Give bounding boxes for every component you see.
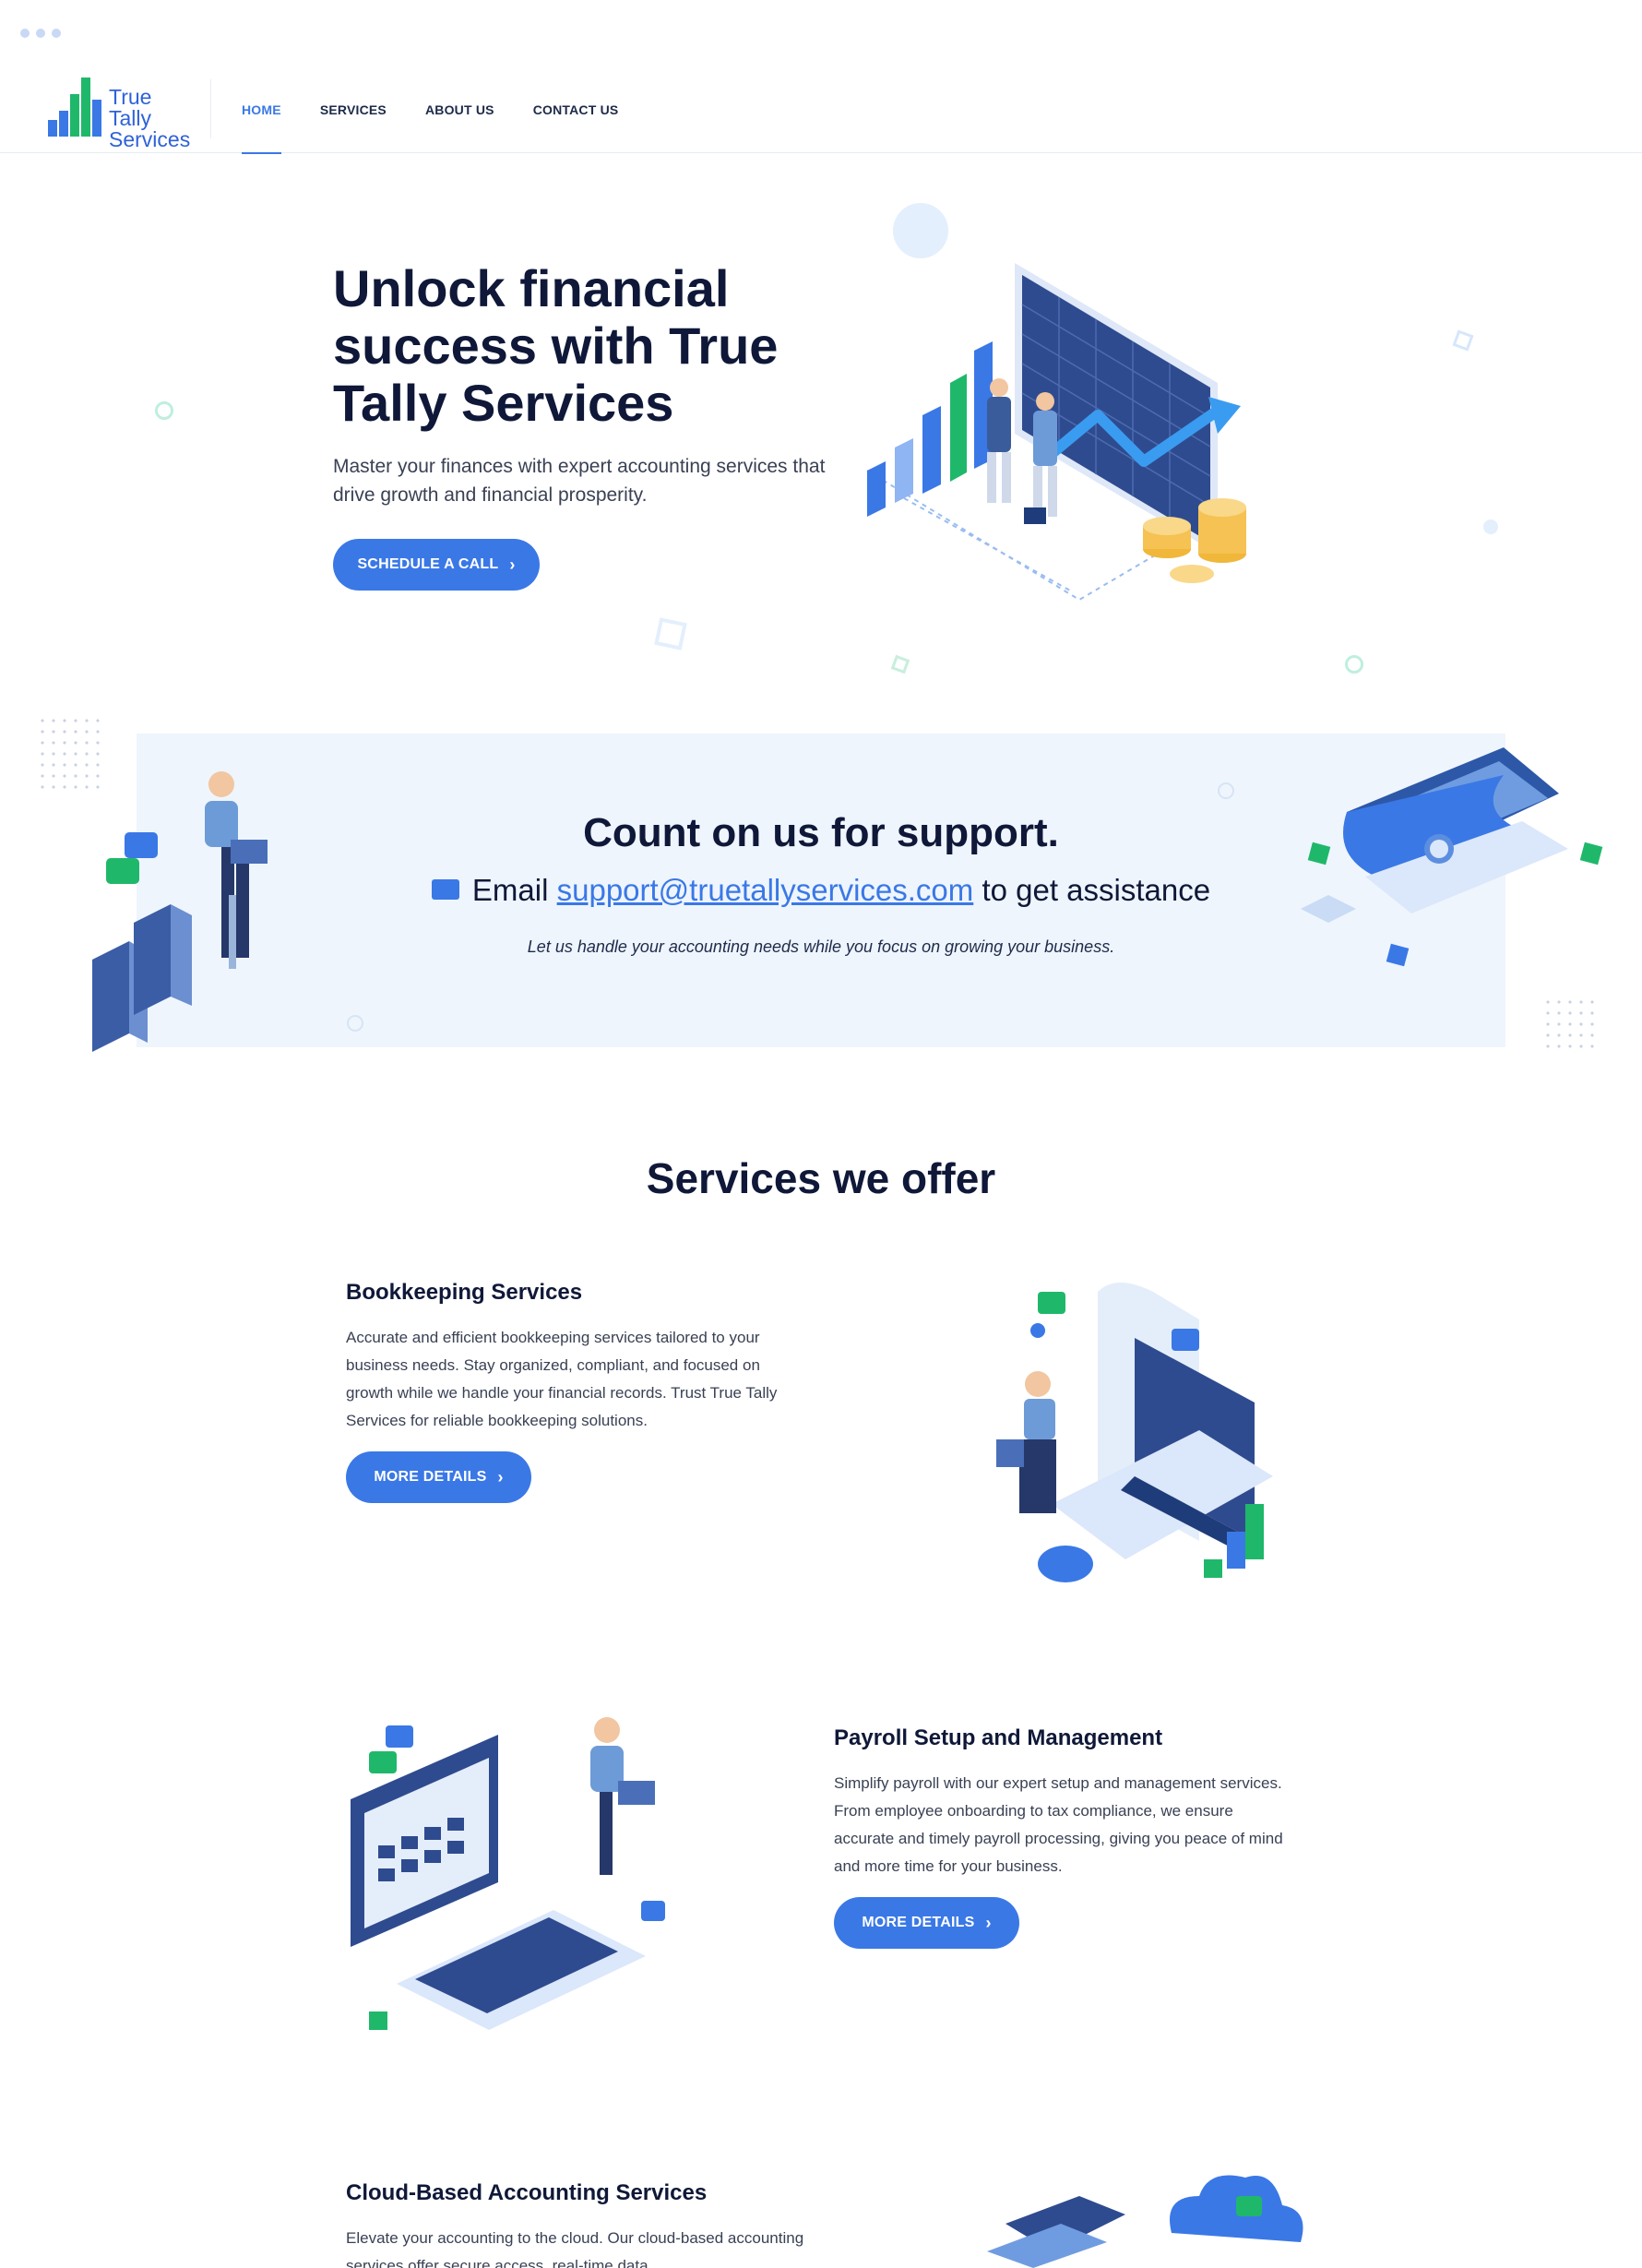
header-divider [210, 79, 211, 138]
decor-ring [347, 1015, 363, 1032]
browser-toolbar [0, 0, 1642, 66]
decor-square [890, 654, 910, 674]
laptop-receipt [1343, 747, 1568, 913]
main-nav: HOME SERVICES ABOUT US CONTACT US [242, 66, 657, 154]
chevron-right-icon: › [497, 1467, 504, 1486]
payroll-more-details-button[interactable]: MORE DETAILS› [834, 1897, 1019, 1949]
chat-bubbles [106, 832, 158, 884]
decor-square [1452, 329, 1474, 352]
nav-item-about-us[interactable]: ABOUT US [424, 102, 494, 117]
nav-item-contact-us[interactable]: CONTACT US [532, 102, 619, 117]
nav-item-services[interactable]: SERVICES [319, 102, 387, 117]
trend-arrow [1039, 406, 1221, 467]
nav-item-home[interactable]: HOME [242, 66, 281, 154]
decor-ring [155, 401, 173, 420]
logo-text: True Tally Services [109, 85, 191, 151]
chevron-right-icon: › [509, 555, 516, 574]
support-left-illustration [92, 771, 268, 1052]
logo-chart-icon [44, 72, 103, 137]
decor-circle [893, 203, 948, 258]
support-email-link[interactable]: support@truetallyservices.com [556, 873, 974, 907]
chevron-right-icon: › [985, 1913, 992, 1932]
service-description-cloud-accounting: Elevate your accounting to the cloud. Ou… [346, 2229, 804, 2268]
hero-subtitle: Master your finances with expert account… [333, 456, 826, 506]
hero-title: Unlock financial success with True Tally… [333, 259, 779, 432]
people [987, 378, 1057, 524]
window-control-dot[interactable] [20, 29, 30, 38]
service-description-bookkeeping: Accurate and efficient bookkeeping servi… [346, 1329, 778, 1429]
service-title-cloud-accounting: Cloud-Based Accounting Services [346, 2180, 708, 2205]
logo[interactable]: True Tally Services [44, 76, 201, 150]
decor-ring [1345, 655, 1363, 674]
support-note: Let us handle your accounting needs whil… [527, 937, 1115, 956]
person-on-stool [205, 771, 268, 969]
bookkeeping-illustration [996, 1283, 1273, 1582]
coin-stacks [1143, 498, 1246, 583]
window-control-dot[interactable] [52, 29, 61, 38]
support-banner [137, 734, 1505, 1047]
decor-circle [1483, 519, 1498, 534]
bookkeeping-more-details-button[interactable]: MORE DETAILS› [346, 1451, 531, 1503]
support-email-line: Email support@truetallyservices.com to g… [0, 873, 1642, 908]
bar-columns [867, 341, 993, 517]
site-header: True Tally Services HOME SERVICES ABOUT … [0, 66, 1642, 154]
nav-active-indicator [242, 152, 281, 154]
services-section-title: Services we offer [646, 1154, 996, 1202]
service-title-bookkeeping: Bookkeeping Services [346, 1280, 583, 1305]
support-right-illustration [1301, 747, 1603, 967]
window-control-dot[interactable] [36, 29, 45, 38]
hero-illustration [866, 263, 1246, 602]
decor-dot-grid [37, 715, 103, 794]
mail-icon [431, 879, 459, 901]
decor-square [654, 617, 687, 651]
cloud-accounting-illustration [987, 2175, 1303, 2268]
server-racks [92, 904, 192, 1052]
payroll-illustration [351, 1717, 665, 2030]
schedule-call-button[interactable]: SCHEDULE A CALL› [333, 539, 540, 591]
service-title-payroll: Payroll Setup and Management [834, 1725, 1163, 1750]
decor-ring [1218, 782, 1234, 799]
support-title: Count on us for support. [583, 810, 1059, 855]
decor-dot-grid [1542, 997, 1598, 1052]
service-description-payroll: Simplify payroll with our expert setup a… [834, 1774, 1283, 1875]
